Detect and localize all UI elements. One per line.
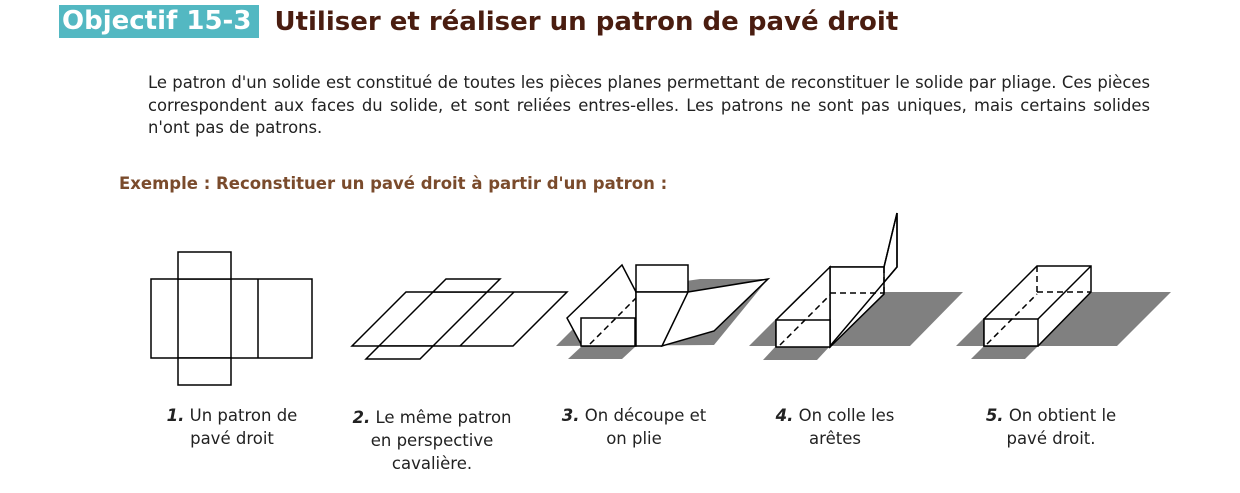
caption-step-4: 4. On colle les arêtes xyxy=(775,406,895,448)
step4-gluing xyxy=(749,212,963,360)
objective-badge: Objectif 15-3 xyxy=(59,5,260,38)
objective-title: Utiliser et réaliser un patron de pavé d… xyxy=(274,6,899,37)
step2-perspective-net xyxy=(350,278,569,360)
step3-folding xyxy=(556,263,771,359)
caption-step-1: 1. Un patron de pavé droit xyxy=(166,406,298,448)
caption-step-2: 2. Le même patron en perspective cavaliè… xyxy=(352,408,512,473)
step1-net-drawing xyxy=(150,251,313,386)
header: Objectif 15-3 Utiliser et réaliser un pa… xyxy=(59,5,898,38)
intro-paragraph: Le patron d'un solide est constitué de t… xyxy=(148,73,1150,137)
caption-step-3: 3. On découpe et on plie xyxy=(561,406,707,448)
caption-step-5: 5. On obtient le pavé droit. xyxy=(985,406,1117,448)
example-label: Exemple : Reconstituer un pavé droit à p… xyxy=(119,174,668,193)
step5-finished-box xyxy=(956,265,1171,359)
